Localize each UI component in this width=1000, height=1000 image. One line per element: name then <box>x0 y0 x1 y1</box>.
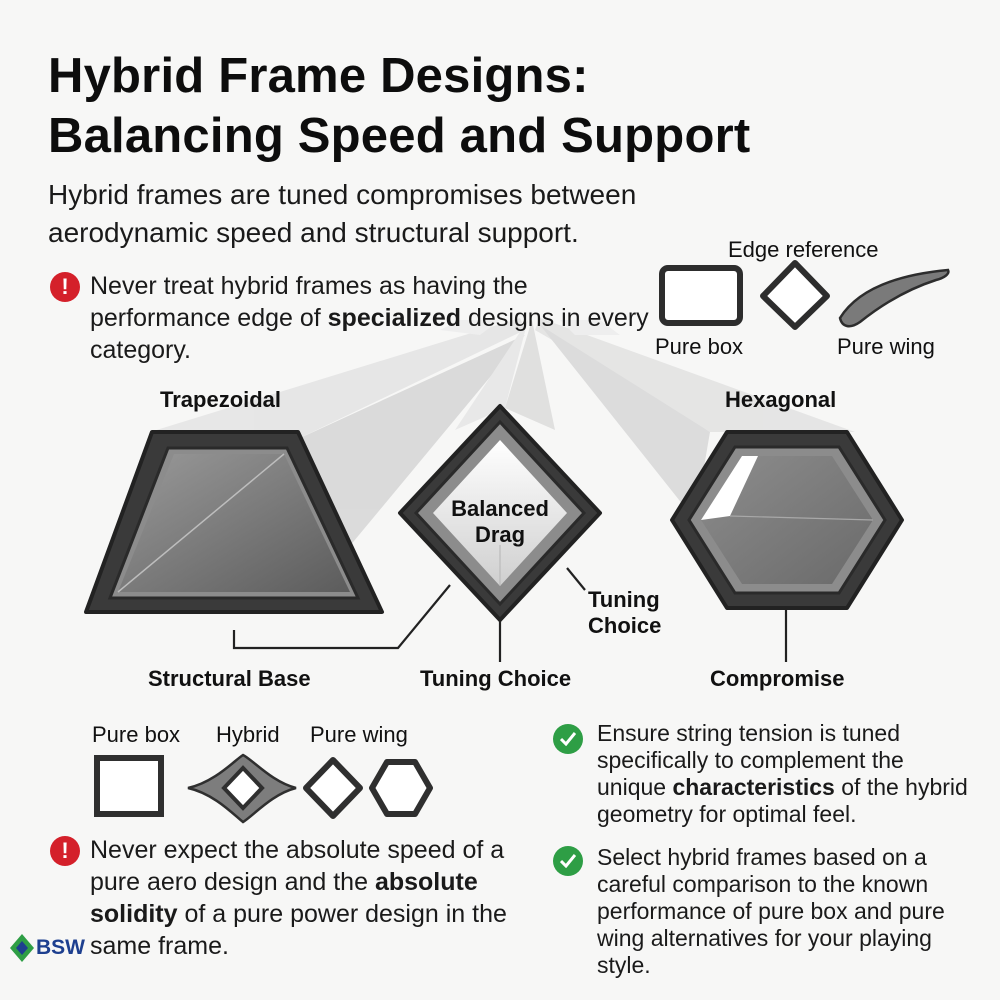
pure-box-icon <box>94 755 164 817</box>
logo-mark-icon <box>10 934 34 962</box>
label-balanced-drag-line-2: Drag <box>474 522 526 547</box>
subtitle-line-1: Hybrid frames are tuned compromises betw… <box>48 179 637 210</box>
leader-lines <box>232 567 788 662</box>
edge-reference-title: Edge reference <box>728 237 879 262</box>
diamond-frame <box>398 404 602 622</box>
title-line-1: Hybrid Frame Designs: <box>48 49 589 103</box>
warning-bottom-emphasis: absolute solidity <box>90 868 478 928</box>
alert-icon: ! <box>50 272 80 302</box>
alert-icon-bottom: ! <box>50 836 80 866</box>
label-hexagonal: Hexagonal <box>725 387 837 412</box>
pure-wing-diamond-icon <box>303 757 363 819</box>
warning-bottom: Never expect the absolute speed of a pur… <box>90 834 530 962</box>
edge-reference-pure-box: Pure box <box>655 334 744 359</box>
shape-label-pure-wing: Pure wing <box>310 722 408 747</box>
label-trapezoidal: Trapezoidal <box>160 387 282 412</box>
hexagon-icon <box>369 759 433 817</box>
shape-label-hybrid: Hybrid <box>216 722 280 747</box>
label-tuning-choice: Tuning Choice <box>420 666 572 691</box>
warning-top: Never treat hybrid frames as having the … <box>90 270 650 366</box>
shape-label-pure-box: Pure box <box>92 722 181 747</box>
label-compromise: Compromise <box>710 666 845 691</box>
beam-rays <box>150 318 855 600</box>
check-icon <box>553 724 583 754</box>
tip-select-hybrid: Select hybrid frames based on a careful … <box>597 844 945 978</box>
tip-string-tension-text-end: of the hybrid geometry for optimal feel. <box>597 774 968 827</box>
subtitle-line-2: aerodynamic speed and structural support… <box>48 217 579 248</box>
edge-reference-icons <box>659 260 950 330</box>
warning-top-emphasis: specialized <box>327 304 462 332</box>
warning-bottom-text-end: of a pure power design in the same frame… <box>90 900 507 960</box>
edge-reference-pure-wing: Pure wing <box>837 334 935 359</box>
label-balanced-drag-line-1: Balanced <box>451 496 549 521</box>
logo-text: BSW <box>36 936 85 959</box>
shape-row-icons <box>94 753 433 824</box>
tip-string-tension: Ensure string tension is tuned specifica… <box>597 720 977 828</box>
diamond-ref-icon <box>760 260 830 330</box>
check-icon-second <box>553 846 583 876</box>
hexagonal-frame <box>670 430 904 610</box>
label-structural-base: Structural Base <box>148 666 311 691</box>
title-line-2: Balancing Speed and Support <box>48 109 751 163</box>
warning-top-text-end: designs in every category. <box>90 304 649 364</box>
warning-bottom-text: Never expect the absolute speed of a pur… <box>90 836 505 896</box>
tip-string-tension-emphasis: characteristics <box>672 774 835 800</box>
trapezoidal-frame <box>84 430 384 614</box>
subtitle: Hybrid frames are tuned compromises betw… <box>48 176 748 252</box>
page-title: Hybrid Frame Designs: Balancing Speed an… <box>48 46 968 166</box>
label-tuning-choice-side: Tuning Choice <box>588 587 661 639</box>
label-tuning-choice-side-line-2: Choice <box>588 613 662 638</box>
pure-box-ref-icon <box>659 265 743 326</box>
tip-string-tension-text: Ensure string tension is tuned specifica… <box>597 720 904 800</box>
logo: BSW <box>8 928 98 988</box>
label-tuning-choice-side-line-1: Tuning <box>588 587 660 612</box>
label-balanced-drag: Balanced Drag <box>430 496 570 548</box>
warning-top-text: Never treat hybrid frames as having the … <box>90 272 528 332</box>
pure-wing-ref-icon <box>838 268 950 328</box>
